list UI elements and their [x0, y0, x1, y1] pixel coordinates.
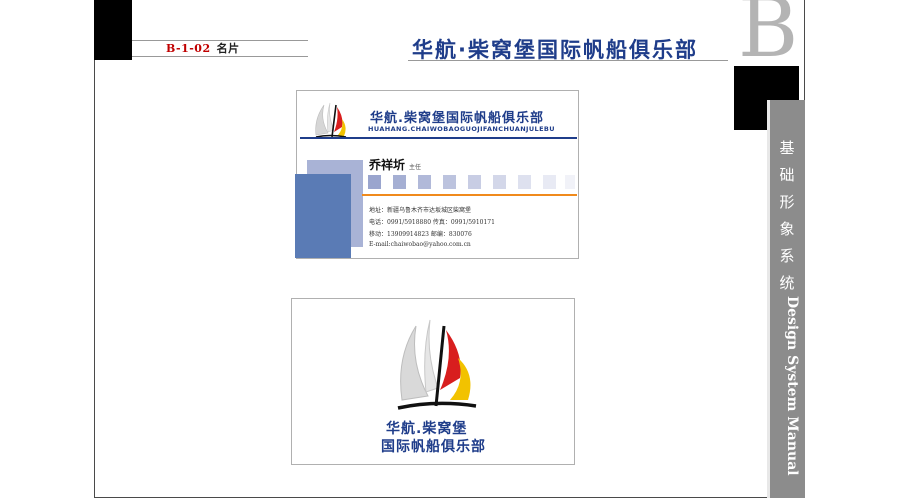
sailboat-logo-icon [315, 102, 347, 138]
swatch [443, 175, 456, 189]
person-name: 乔祥圻主任 [369, 158, 422, 172]
swatch [518, 175, 531, 189]
side-title-en: Design System Manual [784, 296, 800, 476]
side-bar [767, 100, 805, 498]
swatch [418, 175, 431, 189]
back-brand-line1: 华航.柴窝堡 [386, 421, 468, 437]
section-letter: B [738, 0, 799, 76]
card-address: 地址：新疆乌鲁木齐市达坂城区柴窝堡 [369, 207, 472, 214]
section-name: 名片 [216, 42, 240, 55]
swatch [493, 175, 506, 189]
header-rule-bottom [132, 56, 308, 57]
header-rule-top [132, 40, 308, 41]
sailboat-logo-large-icon [397, 319, 477, 410]
card-phone-fax: 电话：0991/5918880 传真：0991/5910171 [369, 219, 495, 226]
swatch [368, 175, 381, 189]
card-mobile-zip: 移动：13909914823 邮编：830076 [369, 231, 472, 238]
corner-block-top-left [94, 0, 132, 60]
card-brand-cn: 华航.柴窝堡国际帆船俱乐部 [370, 111, 544, 126]
card-email: E-mail:chaiwobao@yahoo.com.cn [369, 241, 471, 248]
page-title: 华航·柴窝堡国际帆船俱乐部 [412, 38, 698, 62]
card-orange-rule [362, 194, 577, 196]
person-title: 主任 [409, 164, 422, 171]
swatch [468, 175, 481, 189]
card-brand-en: HUAHANG.CHAIWOBAOGUOJIFANCHUANJULEBU [368, 125, 555, 133]
card-blue-rule [300, 137, 577, 139]
back-brand-line2: 国际帆船俱乐部 [381, 439, 486, 455]
title-underline [408, 60, 728, 61]
swatch [565, 175, 575, 189]
card-dark-block [295, 174, 351, 258]
swatch [543, 175, 556, 189]
swatch [393, 175, 406, 189]
side-title-cn: 基础形象系统 [779, 139, 795, 292]
